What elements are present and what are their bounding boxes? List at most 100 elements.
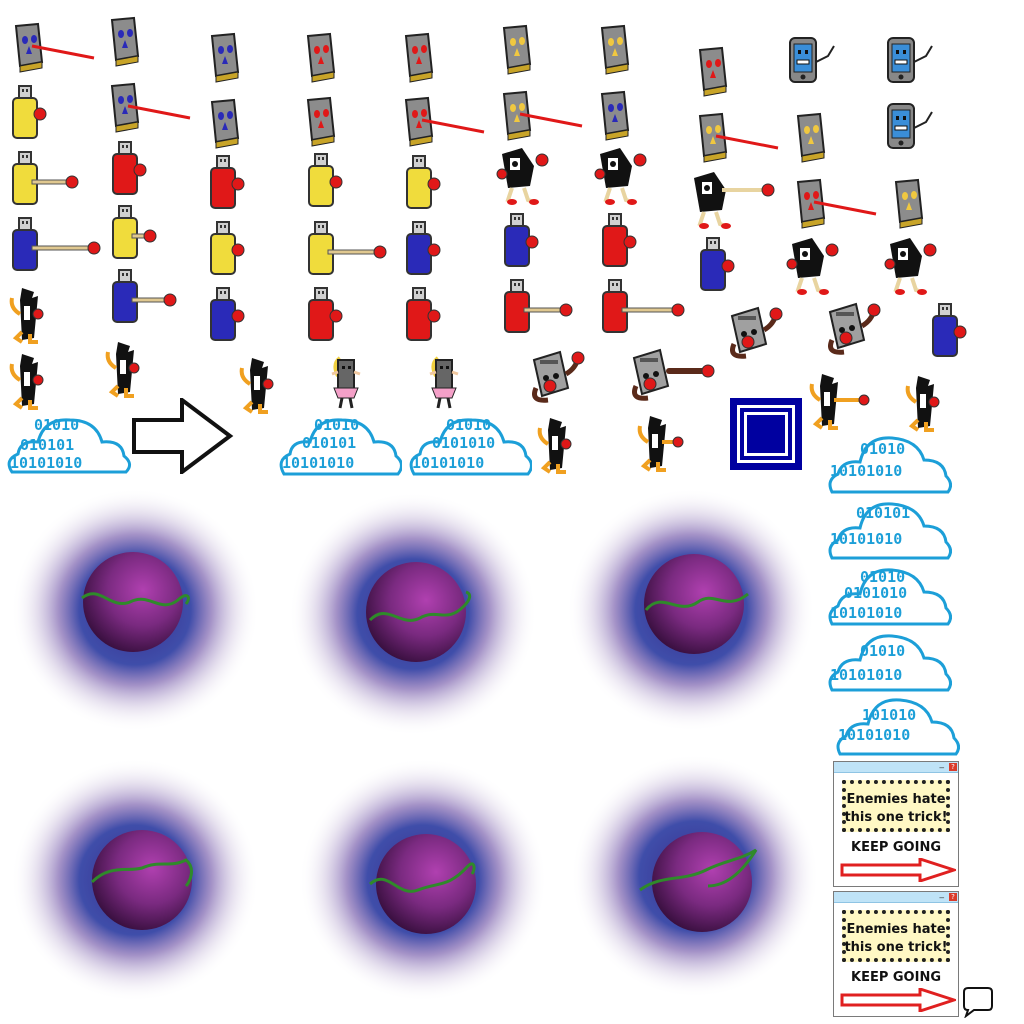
usb-drive-enemy bbox=[404, 286, 442, 344]
minimize-icon[interactable]: _ bbox=[939, 889, 945, 899]
usb-drive-enemy bbox=[404, 220, 442, 278]
usb-drive-enemy bbox=[10, 216, 106, 274]
hard-drive-boxer bbox=[728, 304, 784, 362]
cloud-binary-text: 01010 bbox=[860, 440, 906, 458]
smartphone-enemy bbox=[788, 36, 838, 86]
smartphone-enemy bbox=[886, 102, 936, 152]
yellow-dog-usb-fighter bbox=[8, 350, 46, 410]
black-floppy-brawler bbox=[884, 234, 938, 298]
sd-card-enemy bbox=[698, 46, 730, 98]
hard-drive-boxer bbox=[826, 300, 882, 358]
cloud-binary-text: 0101010 bbox=[844, 584, 908, 602]
cloud-binary-text: 01010 bbox=[860, 642, 906, 660]
sd-card-laser-enemy bbox=[110, 82, 192, 134]
cloud-binary-text: 01010 bbox=[860, 568, 906, 586]
pink-dress-drive-npc bbox=[428, 354, 462, 410]
sd-card-enemy bbox=[210, 32, 242, 84]
usb-drive-enemy bbox=[10, 150, 84, 208]
sd-card-laser-enemy bbox=[14, 22, 96, 74]
black-floppy-brawler bbox=[786, 234, 840, 298]
usb-drive-enemy bbox=[208, 154, 246, 212]
blue-frame-tile bbox=[730, 398, 802, 470]
yellow-dog-usb-fighter bbox=[238, 354, 276, 414]
sd-card-laser-enemy bbox=[698, 112, 780, 164]
cloud-binary-text: 10101010 bbox=[838, 726, 911, 744]
usb-drive-enemy bbox=[110, 204, 162, 262]
binary-cloud-sprite: 01010 10101010 bbox=[826, 628, 953, 692]
close-icon[interactable]: ? bbox=[949, 893, 957, 901]
keep-going-label[interactable]: KEEP GOING bbox=[851, 970, 941, 985]
hard-drive-boxer bbox=[630, 346, 716, 404]
yellow-dog-usb-fighter bbox=[808, 370, 872, 430]
sd-card-enemy bbox=[796, 112, 828, 164]
cloud-binary-text: 10101010 bbox=[830, 666, 903, 684]
binary-cloud-sprite: 01010 0101010 10101010 bbox=[826, 562, 953, 626]
popup-title-bar: _ ? bbox=[834, 889, 958, 903]
popup-subline: this one trick! bbox=[844, 810, 948, 825]
cloud-binary-text: 10101010 bbox=[830, 530, 903, 548]
yellow-dog-usb-fighter bbox=[104, 338, 142, 398]
hard-drive-boxer bbox=[530, 348, 586, 406]
usb-drive-enemy bbox=[208, 286, 246, 344]
popup-ad-window[interactable]: _ ? Enemies hate this one trick! KEEP GO… bbox=[833, 889, 959, 1017]
sd-card-enemy bbox=[894, 178, 926, 230]
minimize-icon[interactable]: _ bbox=[939, 759, 945, 769]
usb-drive-enemy bbox=[110, 268, 182, 326]
popup-ad-window[interactable]: _ ? Enemies hate this one trick! KEEP GO… bbox=[833, 759, 959, 887]
binary-cloud-sprite: 01010 010101 10101010 bbox=[276, 410, 403, 476]
sd-card-enemy bbox=[600, 90, 632, 142]
cloud-binary-text: 0101010 bbox=[432, 434, 496, 452]
cloud-binary-text: 01010 bbox=[446, 416, 492, 434]
usb-drive-enemy bbox=[930, 302, 968, 360]
cloud-binary-text: 101010 bbox=[862, 706, 917, 724]
usb-drive-enemy bbox=[306, 220, 392, 278]
right-arrow-icon[interactable] bbox=[840, 988, 956, 1012]
right-arrow-icon[interactable] bbox=[840, 858, 956, 882]
binary-cloud-sprite: 010101 10101010 bbox=[826, 496, 953, 560]
black-floppy-brawler bbox=[594, 144, 648, 208]
usb-drive-enemy bbox=[306, 152, 344, 210]
sd-card-enemy bbox=[306, 32, 338, 84]
cloud-binary-text: 10101010 bbox=[10, 454, 83, 472]
purple-portal-orb bbox=[566, 486, 816, 734]
popup-title-bar: _ ? bbox=[834, 759, 958, 773]
black-floppy-brawler bbox=[496, 144, 550, 208]
usb-drive-enemy bbox=[208, 220, 246, 278]
cloud-binary-text: 10101010 bbox=[412, 454, 485, 472]
sd-card-enemy bbox=[502, 24, 534, 76]
cloud-binary-text: 10101010 bbox=[282, 454, 355, 472]
yellow-dog-usb-fighter bbox=[636, 412, 686, 472]
purple-portal-orb bbox=[570, 752, 820, 1000]
usb-drive-enemy bbox=[502, 278, 578, 336]
binary-cloud-sprite: 101010 10101010 bbox=[834, 694, 961, 756]
usb-drive-enemy bbox=[110, 140, 148, 198]
speech-bubble-icon bbox=[962, 986, 994, 1019]
keep-going-label[interactable]: KEEP GOING bbox=[851, 840, 941, 855]
close-icon[interactable]: ? bbox=[949, 763, 957, 771]
purple-portal-orb bbox=[288, 490, 538, 738]
sd-card-laser-enemy bbox=[796, 178, 878, 230]
cloud-binary-text: 01010 bbox=[34, 416, 80, 434]
cloud-binary-text: 10101010 bbox=[830, 462, 903, 480]
purple-portal-orb bbox=[10, 756, 260, 1004]
usb-drive-enemy bbox=[306, 286, 344, 344]
usb-drive-enemy bbox=[404, 154, 442, 212]
smartphone-enemy bbox=[886, 36, 936, 86]
black-floppy-brawler bbox=[688, 168, 776, 232]
popup-dotted-frame bbox=[842, 910, 950, 962]
popup-dotted-frame bbox=[842, 780, 950, 832]
binary-cloud-sprite: 01010 0101010 10101010 bbox=[406, 410, 533, 476]
binary-cloud-sprite: 01010 10101010 bbox=[826, 430, 953, 494]
binary-cloud-sprite: 01010 010101 10101010 bbox=[4, 410, 132, 474]
cloud-binary-text: 010101 bbox=[856, 504, 911, 522]
sd-card-enemy bbox=[306, 96, 338, 148]
yellow-dog-usb-fighter bbox=[536, 414, 574, 474]
yellow-dog-usb-fighter bbox=[904, 372, 942, 432]
usb-drive-enemy bbox=[600, 212, 638, 270]
pink-dress-drive-npc bbox=[330, 354, 364, 410]
sd-card-enemy bbox=[110, 16, 142, 68]
cloud-binary-text: 010101 bbox=[20, 436, 75, 454]
sd-card-laser-enemy bbox=[502, 90, 584, 142]
usb-drive-enemy bbox=[600, 278, 690, 336]
cloud-binary-text: 10101010 bbox=[830, 604, 903, 622]
